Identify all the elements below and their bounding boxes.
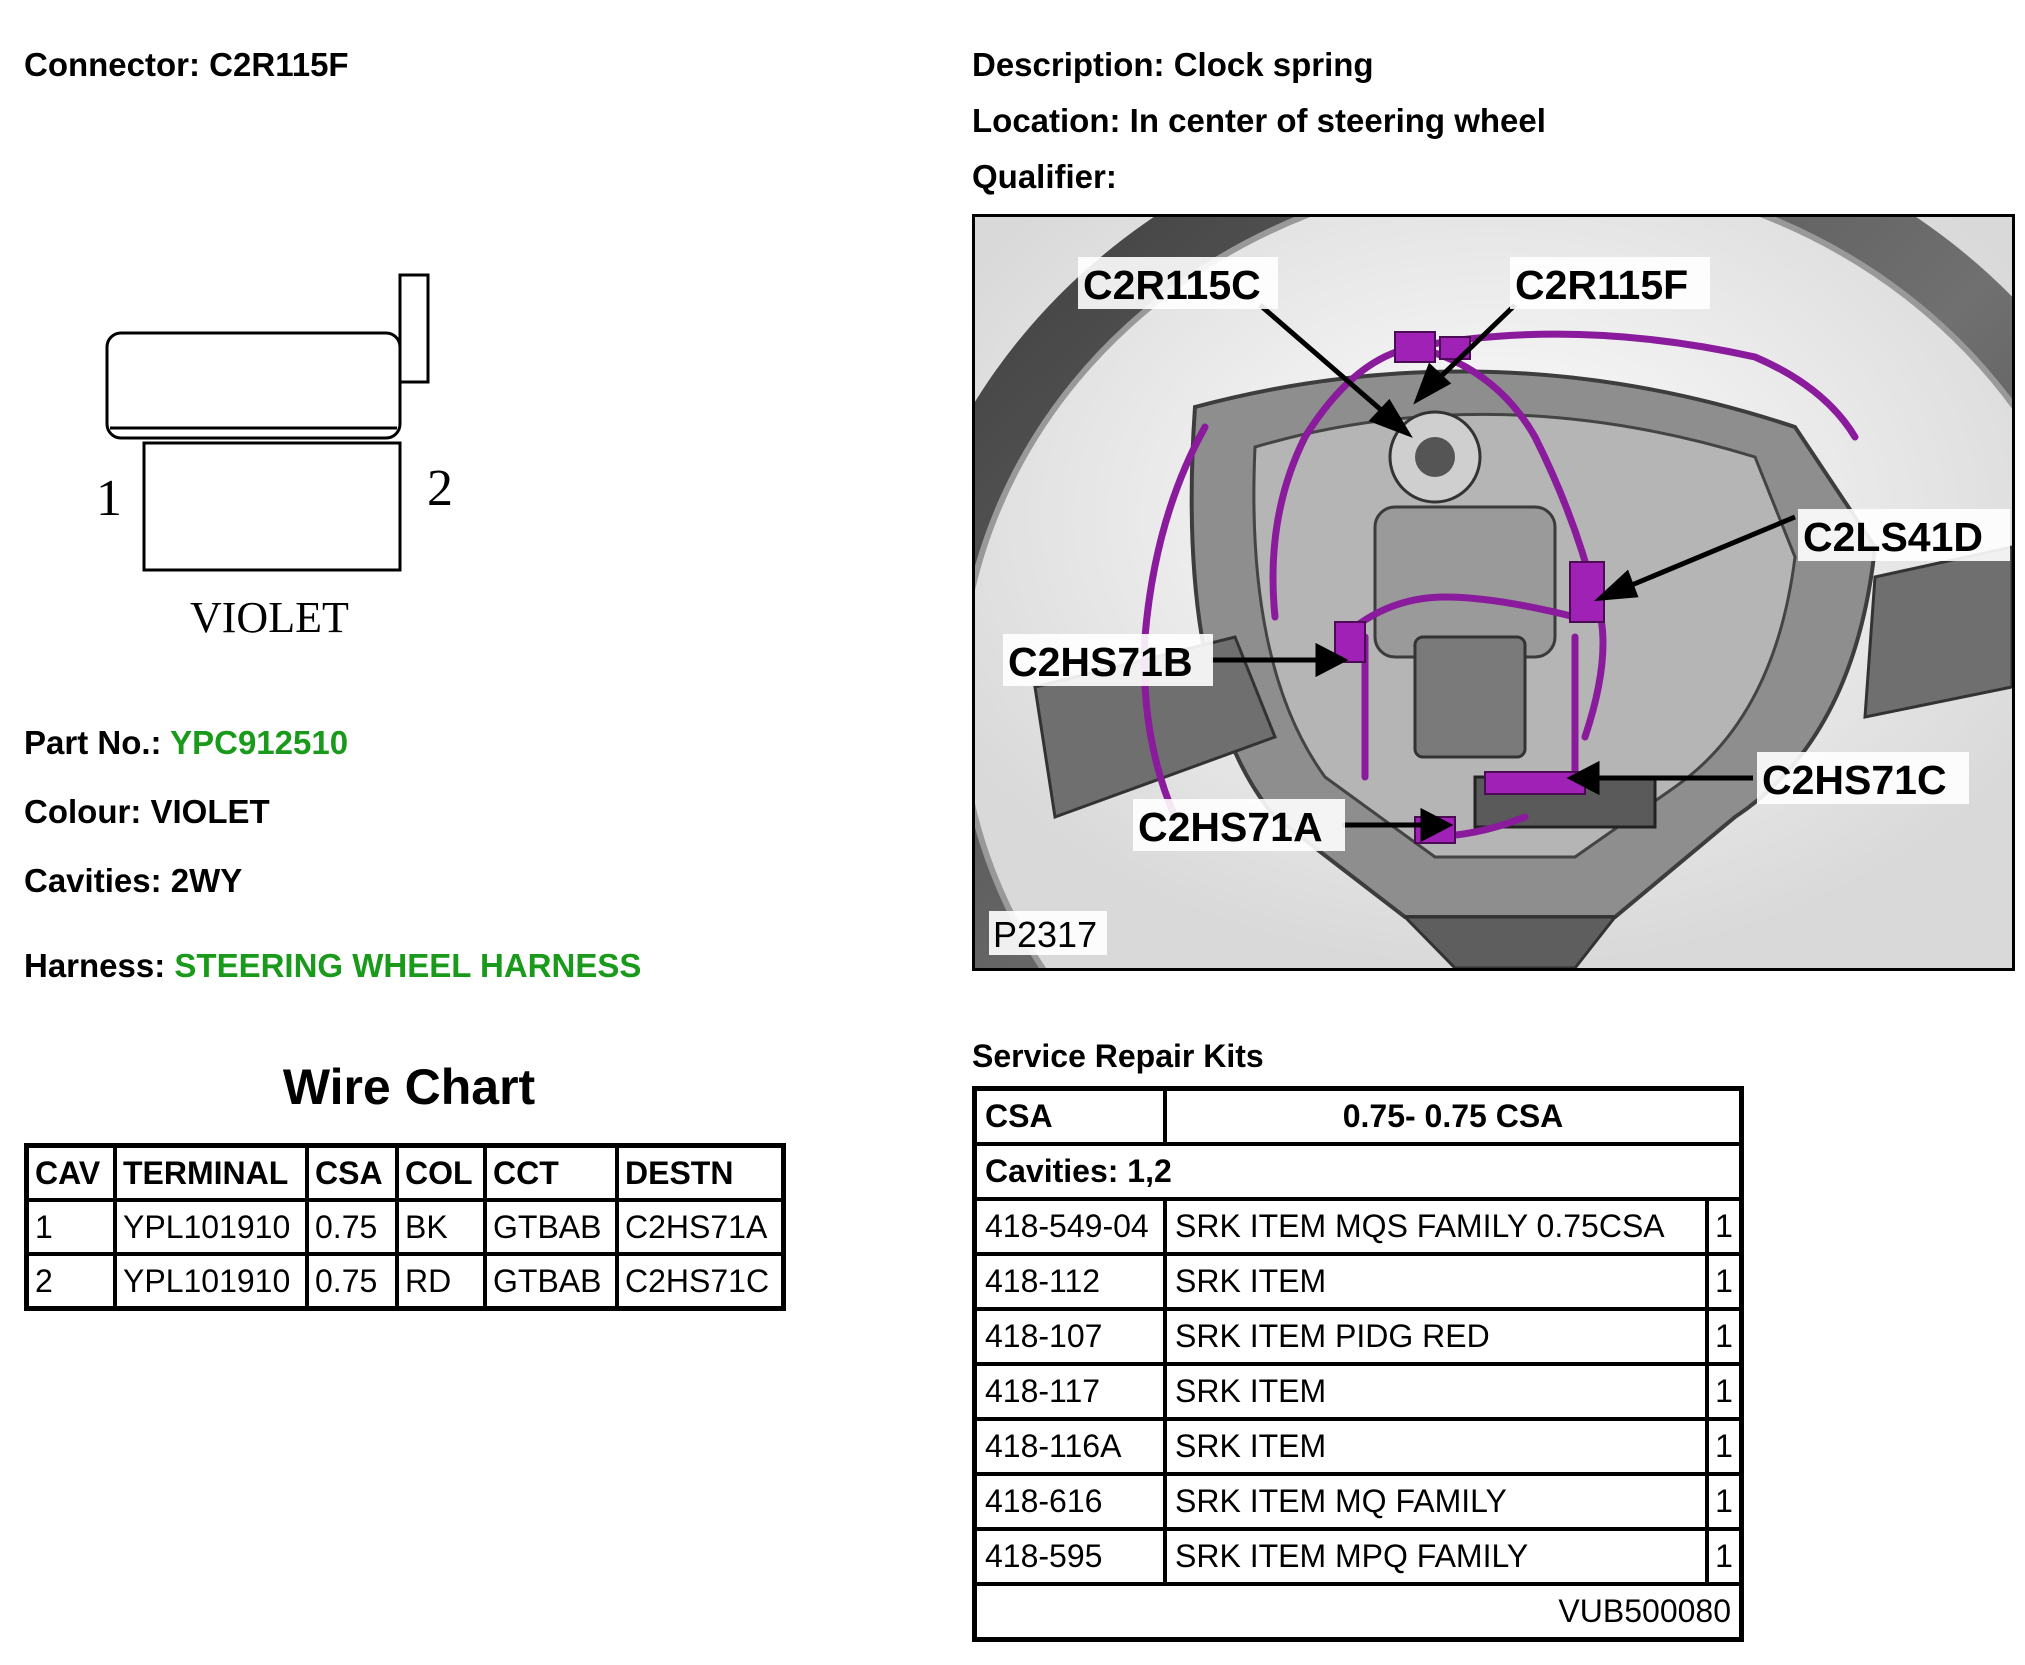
harness-line: Harness: STEERING WHEEL HARNESS xyxy=(24,947,641,985)
connector-value: C2R115F xyxy=(209,46,349,83)
connector-colour-label: VIOLET xyxy=(190,593,349,642)
kit-description: SRK ITEM MQS FAMILY 0.75CSA xyxy=(1163,1197,1709,1256)
callout-c2r115c: C2R115C xyxy=(1083,262,1261,308)
table-row: 418-549-04 SRK ITEM MQS FAMILY 0.75CSA 1 xyxy=(972,1197,1744,1256)
colour-label: Colour: xyxy=(24,793,142,830)
csa-label: CSA xyxy=(972,1086,1167,1146)
table-row: 418-116A SRK ITEM 1 xyxy=(972,1417,1744,1476)
table-row: 1 YPL101910 0.75 BK GTBAB C2HS71A xyxy=(24,1198,786,1256)
cavities-value: 2WY xyxy=(170,862,243,899)
callout-c2r115f: C2R115F xyxy=(1515,262,1688,308)
part-no-link[interactable]: YPC912510 xyxy=(170,724,349,761)
figure-id: P2317 xyxy=(993,914,1097,955)
table-row: 418-107 SRK ITEM PIDG RED 1 xyxy=(972,1307,1744,1366)
callout-c2hs71c: C2HS71C xyxy=(1762,757,1947,803)
wire-chart-title: Wire Chart xyxy=(282,1059,536,1115)
harness-link[interactable]: STEERING WHEEL HARNESS xyxy=(174,947,642,984)
callout-c2ls41d: C2LS41D xyxy=(1803,514,1983,560)
kit-description: SRK ITEM MPQ FAMILY xyxy=(1163,1527,1709,1586)
wire-chart-table: CAV TERMINAL CSA COL CCT DESTN 1 YPL1019… xyxy=(24,1143,786,1311)
qualifier-line: Qualifier: xyxy=(972,158,1117,196)
kit-part-number: 418-107 xyxy=(972,1307,1167,1366)
connector-line: Connector: C2R115F xyxy=(24,46,349,84)
cell-destn: C2HS71C xyxy=(615,1252,786,1311)
header-cav: CAV xyxy=(24,1143,117,1202)
csa-value: 0.75- 0.75 CSA xyxy=(1163,1086,1744,1146)
kit-description: SRK ITEM xyxy=(1163,1362,1709,1421)
callout-c2hs71a: C2HS71A xyxy=(1138,804,1323,850)
description-line: Description: Clock spring xyxy=(972,46,1374,84)
cell-cav: 2 xyxy=(24,1252,117,1311)
cell-cav: 1 xyxy=(24,1198,117,1256)
cell-col: RD xyxy=(395,1252,487,1311)
kit-cavities: Cavities: 1,2 xyxy=(972,1142,1744,1201)
header-col: COL xyxy=(395,1143,487,1202)
cell-csa: 0.75 xyxy=(305,1252,399,1311)
location-line: Location: In center of steering wheel xyxy=(972,102,1546,140)
kit-footer-code: VUB500080 xyxy=(972,1582,1744,1642)
table-row: 418-616 SRK ITEM MQ FAMILY 1 xyxy=(972,1472,1744,1531)
cell-cct: GTBAB xyxy=(483,1252,619,1311)
cell-cct: GTBAB xyxy=(483,1198,619,1256)
pin-1-label: 1 xyxy=(96,470,122,527)
location-value: In center of steering wheel xyxy=(1129,102,1546,139)
steering-wheel-figure: C2R115C C2R115F C2LS41D C2HS71B C2HS71C … xyxy=(972,214,2015,971)
connector-label: Connector: xyxy=(24,46,200,83)
header-terminal: TERMINAL xyxy=(113,1143,309,1202)
kit-part-number: 418-117 xyxy=(972,1362,1167,1421)
cavities-label: Cavities: xyxy=(24,862,162,899)
kit-part-number: 418-116A xyxy=(972,1417,1167,1476)
connector-latch xyxy=(398,273,430,384)
kit-part-number: 418-112 xyxy=(972,1252,1167,1311)
harness-label: Harness: xyxy=(24,947,166,984)
kit-part-number: 418-595 xyxy=(972,1527,1167,1586)
kit-quantity: 1 xyxy=(1705,1527,1744,1586)
part-no-label: Part No.: xyxy=(24,724,162,761)
cell-destn: C2HS71A xyxy=(615,1198,786,1256)
kit-quantity: 1 xyxy=(1705,1472,1744,1531)
kit-description: SRK ITEM PIDG RED xyxy=(1163,1307,1709,1366)
service-kits-title: Service Repair Kits xyxy=(972,1038,1264,1074)
pin-2-label: 2 xyxy=(427,460,453,517)
location-label: Location: xyxy=(972,102,1121,139)
cell-col: BK xyxy=(395,1198,487,1256)
connector-housing xyxy=(105,331,402,440)
part-no-line: Part No.: YPC912510 xyxy=(24,724,348,762)
table-row: 418-112 SRK ITEM 1 xyxy=(972,1252,1744,1311)
cell-csa: 0.75 xyxy=(305,1198,399,1256)
kit-description: SRK ITEM xyxy=(1163,1417,1709,1476)
description-value: Clock spring xyxy=(1173,46,1374,83)
qualifier-label: Qualifier: xyxy=(972,158,1117,195)
description-label: Description: xyxy=(972,46,1165,83)
colour-line: Colour: VIOLET xyxy=(24,793,270,831)
table-row: 2 YPL101910 0.75 RD GTBAB C2HS71C xyxy=(24,1252,786,1311)
kit-quantity: 1 xyxy=(1705,1362,1744,1421)
kit-quantity: 1 xyxy=(1705,1197,1744,1256)
kit-quantity: 1 xyxy=(1705,1417,1744,1476)
cell-terminal: YPL101910 xyxy=(113,1252,309,1311)
table-row: 418-117 SRK ITEM 1 xyxy=(972,1362,1744,1421)
csa-row: CSA 0.75- 0.75 CSA xyxy=(972,1086,1744,1146)
kit-part-number: 418-549-04 xyxy=(972,1197,1167,1256)
cavities-line: Cavities: 2WY xyxy=(24,862,242,900)
header-cct: CCT xyxy=(483,1143,619,1202)
table-row: 418-595 SRK ITEM MPQ FAMILY 1 xyxy=(972,1527,1744,1586)
connector-face-drawing: 1 2 VIOLET xyxy=(96,273,453,642)
colour-value: VIOLET xyxy=(150,793,270,830)
header-destn: DESTN xyxy=(615,1143,786,1202)
kit-part-number: 418-616 xyxy=(972,1472,1167,1531)
kit-quantity: 1 xyxy=(1705,1252,1744,1311)
cell-terminal: YPL101910 xyxy=(113,1198,309,1256)
callout-c2hs71b: C2HS71B xyxy=(1008,639,1193,685)
steering-wheel-illustration: C2R115C C2R115F C2LS41D C2HS71B C2HS71C … xyxy=(975,217,2012,968)
footer-row: VUB500080 xyxy=(972,1582,1744,1642)
kit-description: SRK ITEM xyxy=(1163,1252,1709,1311)
service-kits-table: CSA 0.75- 0.75 CSA Cavities: 1,2 418-549… xyxy=(972,1086,1744,1642)
connector-mating-face xyxy=(142,441,402,572)
kit-quantity: 1 xyxy=(1705,1307,1744,1366)
kit-description: SRK ITEM MQ FAMILY xyxy=(1163,1472,1709,1531)
cavities-row: Cavities: 1,2 xyxy=(972,1142,1744,1201)
header-csa: CSA xyxy=(305,1143,399,1202)
wire-chart-header-row: CAV TERMINAL CSA COL CCT DESTN xyxy=(24,1143,786,1202)
